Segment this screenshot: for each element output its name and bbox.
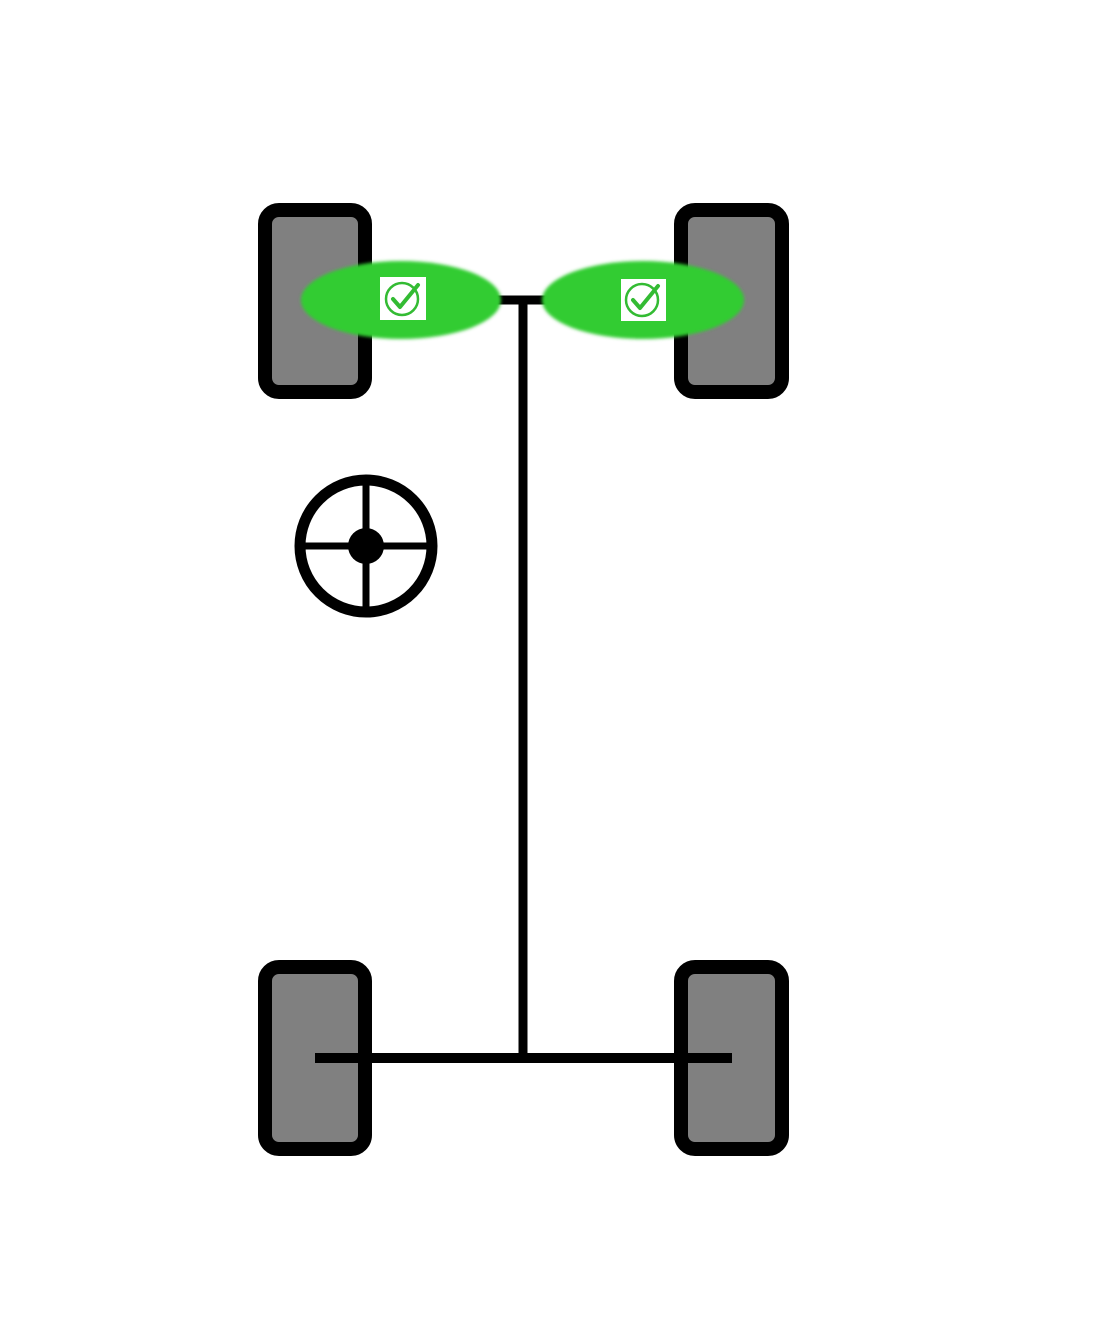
check-circle-icon [621,279,666,321]
check-circle-icon [380,277,426,320]
steering-wheel-icon [294,474,438,618]
